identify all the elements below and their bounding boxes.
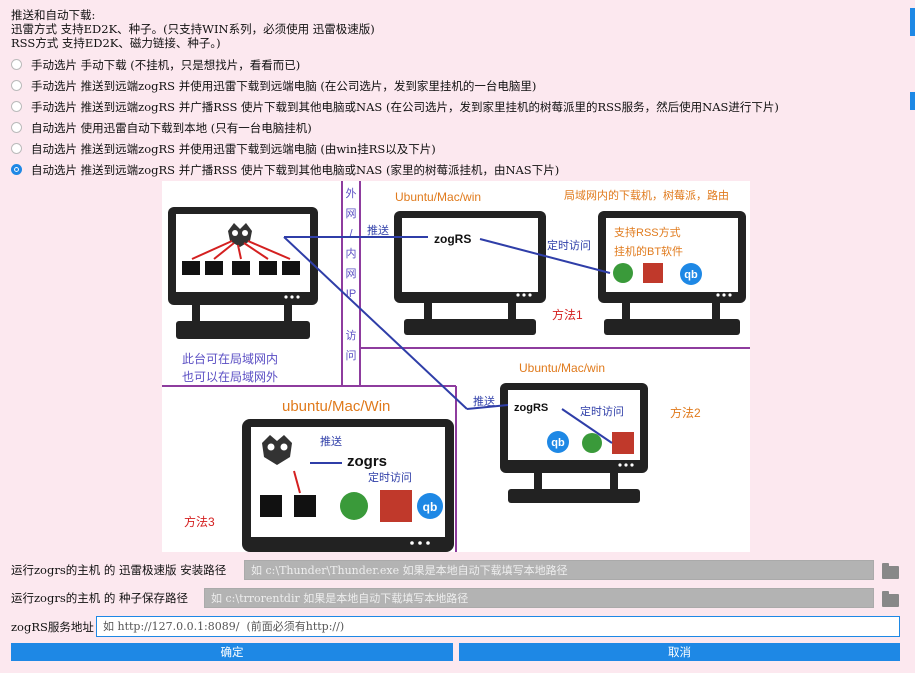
owl-logo-icon [228, 223, 252, 247]
local-note-line-1: 此台可在局域网内 [182, 351, 278, 366]
utorrent-icon [613, 263, 633, 283]
radio-button[interactable] [11, 80, 22, 91]
timed-access-label-mid: 定时访问 [580, 404, 624, 418]
timed-access-label-bottom: 定时访问 [368, 470, 412, 484]
red-arrows-top [191, 240, 291, 260]
lan-access-label: 外 网 / 内 网 IP 访 问 [346, 187, 357, 362]
thunder-path-label: 运行zogrs的主机 的 迅雷极速版 安装路径 [11, 563, 227, 577]
option-auto-local-thunder[interactable]: 自动选片 使用迅雷自动下载到本地 (只有一台电脑挂机) [11, 117, 779, 138]
method-1-label: 方法1 [552, 307, 583, 322]
folder-icon[interactable] [882, 591, 899, 607]
svg-text:内: 内 [346, 246, 357, 260]
method-2-label: 方法2 [670, 405, 701, 420]
option-auto-remote-rss[interactable]: 自动选片 推送到远端zogRS 并广播RSS 使片下载到其他电脑或NAS (家里… [11, 159, 779, 180]
network-diagram: 外 网 / 内 网 IP 访 问 Ubuntu/Mac/win 推送 zogRS… [162, 181, 750, 552]
thunder-path-input[interactable] [244, 560, 874, 580]
intro-line-1: 推送和自动下载: [11, 8, 96, 22]
intro-line-2: 迅雷方式 支持ED2K、种子。(只支持WIN系列，必须使用 迅雷极速版) [11, 22, 375, 36]
torrent-path-row: 运行zogrs的主机 的 种子保存路径 [11, 588, 874, 608]
radio-button[interactable] [11, 122, 22, 133]
file-icon [260, 495, 282, 517]
scroll-indicator-mid[interactable] [910, 92, 915, 110]
option-manual-remote-rss[interactable]: 手动选片 推送到远端zogRS 并广播RSS 使片下载到其他电脑或NAS (在公… [11, 96, 779, 117]
timed-access-label-top: 定时访问 [547, 238, 591, 252]
bottom-os-label: ubuntu/Mac/Win [282, 398, 390, 415]
utorrent-icon-mid [582, 433, 602, 453]
svg-text:外: 外 [346, 187, 357, 200]
radio-button-selected[interactable] [11, 164, 22, 175]
push-label-top: 推送 [367, 223, 389, 237]
radio-button[interactable] [11, 143, 22, 154]
download-app-icon-bottom [380, 490, 412, 522]
folder-icon[interactable] [882, 563, 899, 579]
svg-text:访: 访 [346, 329, 357, 342]
svg-text:qb: qb [684, 269, 698, 281]
torrent-path-input[interactable] [204, 588, 874, 608]
local-note-line-2: 也可以在局域网外 [182, 370, 278, 384]
intro-text: 推送和自动下载: 迅雷方式 支持ED2K、种子。(只支持WIN系列，必须使用 迅… [11, 8, 375, 50]
cancel-button[interactable]: 取消 [459, 643, 900, 661]
thunder-path-row: 运行zogrs的主机 的 迅雷极速版 安装路径 [11, 560, 874, 580]
monitor-left-top [168, 207, 318, 339]
download-mode-options: 手动选片 手动下载 (不挂机，只是想找片，看看而已) 手动选片 推送到远端zog… [11, 54, 779, 180]
option-label: 手动选片 推送到远端zogRS 并广播RSS 使片下载到其他电脑或NAS (在公… [31, 99, 779, 114]
option-label: 自动选片 使用迅雷自动下载到本地 (只有一台电脑挂机) [31, 120, 312, 135]
option-manual-local[interactable]: 手动选片 手动下载 (不挂机，只是想找片，看看而已) [11, 54, 779, 75]
rss-support-line-2: 挂机的BT软件 [614, 244, 683, 258]
mid-right-os-label: Ubuntu/Mac/win [519, 361, 605, 375]
top-center-os-label: Ubuntu/Mac/win [395, 190, 481, 204]
svg-text:qb: qb [423, 500, 438, 514]
qbittorrent-icon-bottom [417, 493, 443, 519]
monitor-right-top [598, 211, 746, 335]
radio-button[interactable] [11, 101, 22, 112]
svg-text:网: 网 [346, 208, 357, 220]
qbittorrent-icon [680, 263, 702, 285]
confirm-button[interactable]: 确定 [11, 643, 453, 661]
method-3-label: 方法3 [184, 514, 215, 529]
service-address-input[interactable] [96, 616, 900, 637]
utorrent-icon-bottom [340, 492, 368, 520]
torrent-path-label: 运行zogrs的主机 的 种子保存路径 [11, 591, 189, 605]
option-label: 自动选片 推送到远端zogRS 并使用迅雷下载到远端电脑 (由win挂RS以及下… [31, 141, 436, 156]
svg-text:qb: qb [551, 437, 565, 449]
option-label: 手动选片 手动下载 (不挂机，只是想找片，看看而已) [31, 57, 301, 72]
file-icons-top [182, 261, 300, 275]
blue-arrows [283, 236, 613, 464]
service-address-label: zogRS服务地址 [11, 619, 94, 634]
qbittorrent-icon-mid [547, 431, 569, 453]
intro-line-3: RSS方式 支持ED2K、磁力链接、种子。) [11, 36, 221, 50]
push-label-bottom: 推送 [320, 434, 342, 448]
zogrs-label-mid: zogRS [514, 402, 548, 414]
scroll-indicator-top[interactable] [910, 8, 915, 36]
svg-text:网: 网 [346, 268, 357, 280]
zogrs-label-bottom: zogrs [347, 453, 387, 470]
service-address-row: zogRS服务地址 [11, 616, 900, 637]
monitor-center-top [394, 211, 546, 335]
zogrs-label-top: zogRS [434, 232, 471, 246]
option-manual-remote-thunder[interactable]: 手动选片 推送到远端zogRS 并使用迅雷下载到远端电脑 (在公司选片，发到家里… [11, 75, 779, 96]
svg-text:问: 问 [346, 349, 357, 362]
push-label-mid: 推送 [473, 394, 495, 408]
download-app-icon [643, 263, 663, 283]
download-app-icon-mid [612, 432, 634, 454]
rss-support-line-1: 支持RSS方式 [614, 225, 681, 239]
file-icon [294, 495, 316, 517]
svg-text:/: / [349, 228, 353, 240]
option-label: 自动选片 推送到远端zogRS 并广播RSS 使片下载到其他电脑或NAS (家里… [31, 162, 560, 177]
radio-button[interactable] [11, 59, 22, 70]
option-auto-remote-thunder[interactable]: 自动选片 推送到远端zogRS 并使用迅雷下载到远端电脑 (由win挂RS以及下… [11, 138, 779, 159]
top-right-label: 局域网内的下载机，树莓派，路由 [564, 188, 729, 202]
option-label: 手动选片 推送到远端zogRS 并使用迅雷下载到远端电脑 (在公司选片，发到家里… [31, 78, 537, 93]
owl-logo-icon-bottom [262, 435, 292, 465]
svg-text:IP: IP [346, 288, 356, 300]
